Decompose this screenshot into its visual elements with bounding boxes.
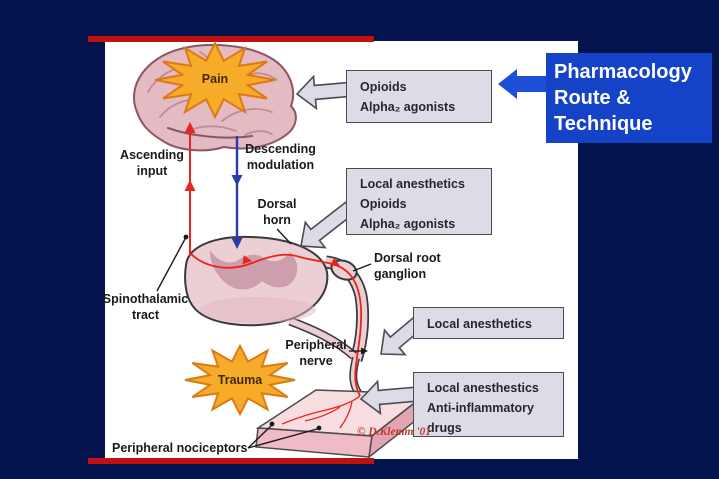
drug-box-line: Alpha₂ agonists <box>360 100 456 114</box>
drug-box-line: Anti-inflammatory <box>427 401 534 415</box>
ascending-input-label: Ascending input <box>120 148 184 178</box>
pharmacology-callout: Pharmacology Route & Technique <box>546 53 712 143</box>
drug-box-line: Local anesthetics <box>427 317 532 331</box>
drug-box-tissue: Local anesthestics Anti-inflammatory dru… <box>413 372 564 437</box>
drug-box-line: drugs <box>427 421 462 435</box>
callout-line: Pharmacology <box>554 61 692 83</box>
drug-box-spinal: Local anesthetics Opioids Alpha₂ agonist… <box>346 168 492 235</box>
trauma-burst-label: Trauma <box>217 373 263 387</box>
drug-box-line: Opioids <box>360 197 407 211</box>
drug-box-line: Alpha₂ agonists <box>360 217 456 231</box>
drug-box-line: Local anesthestics <box>427 381 539 395</box>
top-accent-bar <box>88 36 374 42</box>
dorsal-horn-label: Dorsal horn <box>257 197 297 227</box>
callout-line: Route & <box>554 87 631 109</box>
drug-box-line: Opioids <box>360 80 407 94</box>
copyright-credit: © D.Klemm '01 <box>356 426 432 438</box>
spinothalamic-tract-label: Spinothalamic tract <box>102 292 189 322</box>
pain-burst-label: Pain <box>201 72 229 86</box>
drug-box-nerve: Local anesthetics <box>413 307 564 339</box>
callout-line: Technique <box>554 113 653 135</box>
peripheral-nociceptors-label: Peripheral nociceptors <box>112 441 248 455</box>
drug-box-brain: Opioids Alpha₂ agonists <box>346 70 492 123</box>
bottom-accent-bar <box>88 458 374 464</box>
dorsal-root-ganglion-label: Dorsal root ganglion <box>374 251 441 281</box>
descending-modulation-label: Descending modulation <box>245 142 316 172</box>
peripheral-nerve-label: Peripheral nerve <box>285 338 347 368</box>
drug-box-line: Local anesthetics <box>360 177 465 191</box>
